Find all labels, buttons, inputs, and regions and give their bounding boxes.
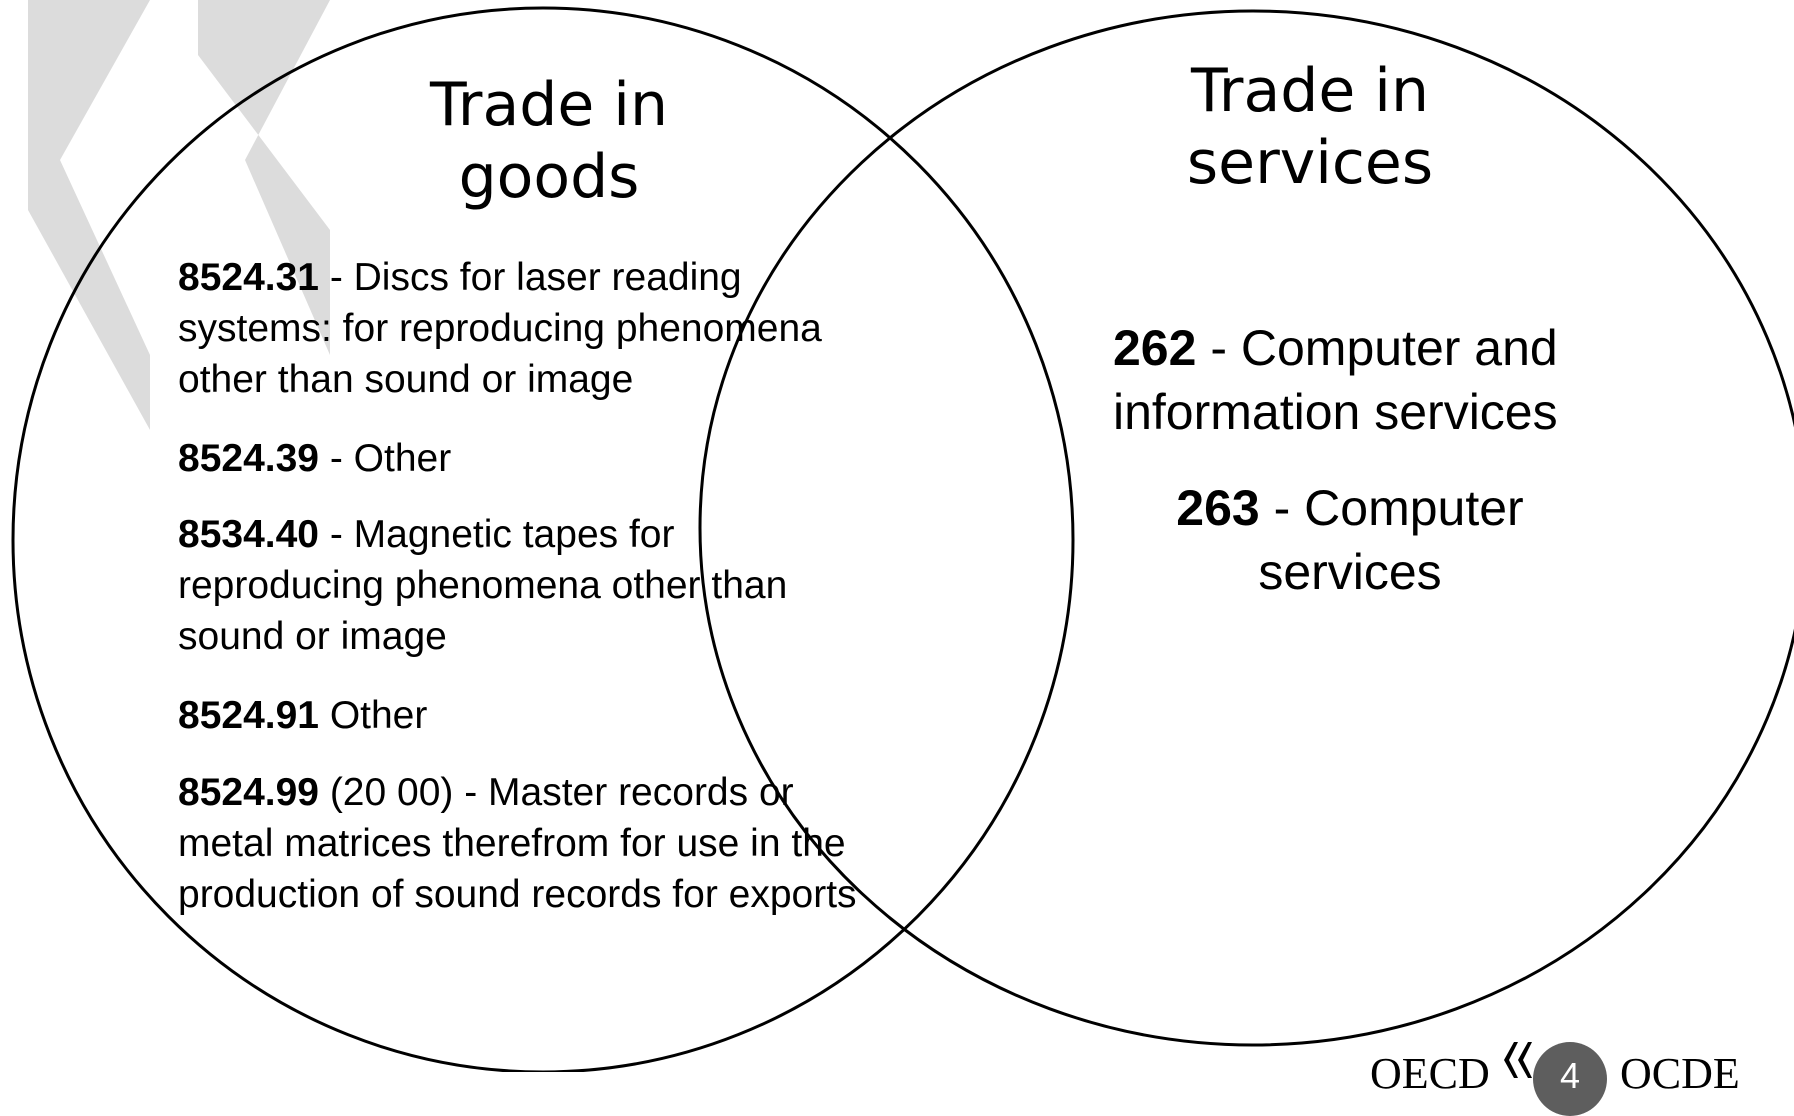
footer-ocde-label: OCDE bbox=[1620, 1049, 1740, 1098]
goods-entry-8524-91: 8524.91 Other bbox=[178, 694, 428, 737]
watermark-chevron-left bbox=[28, 0, 150, 430]
footer-oecd-label: OECD bbox=[1370, 1049, 1490, 1098]
goods-entry-8524-31: 8524.31 - Discs for laser reading system… bbox=[178, 256, 822, 401]
services-heading: Trade in services bbox=[1186, 56, 1434, 198]
page-number-badge: 4 bbox=[1533, 1042, 1607, 1116]
services-entry-262: 262 - Computer and information services bbox=[1113, 320, 1558, 440]
goods-heading: Trade in goods bbox=[429, 70, 669, 212]
oecd-footer: OECD 4 OCDE bbox=[1368, 1040, 1748, 1116]
services-entry-263: 263 - Computer services bbox=[1176, 480, 1524, 600]
goods-circle bbox=[11, 6, 1075, 1072]
watermark-chevron-right bbox=[198, 0, 330, 355]
goods-entry-8524-39: 8524.39 - Other bbox=[178, 437, 452, 480]
services-circle bbox=[698, 9, 1794, 1047]
goods-entry-8534-40: 8534.40 - Magnetic tapes for reproducing… bbox=[178, 513, 788, 658]
goods-entry-8524-99: 8524.99 (20 00) - Master records or meta… bbox=[178, 771, 857, 916]
oecd-logo-icon bbox=[1504, 1042, 1532, 1078]
venn-diagram bbox=[11, 0, 1794, 1072]
